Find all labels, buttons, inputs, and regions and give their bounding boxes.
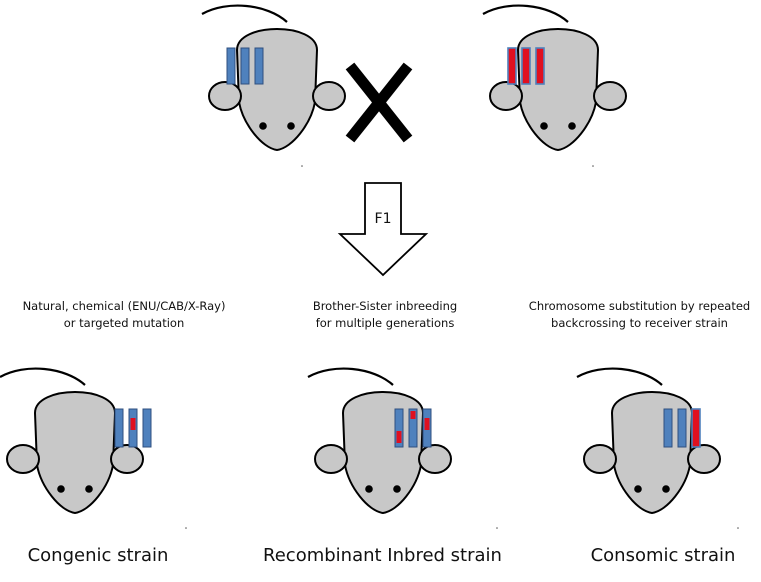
strain-name-congenic: Congenic strain [27, 545, 169, 566]
down-arrow-icon [337, 182, 429, 277]
consomic-mouse [575, 367, 722, 515]
chromosome-segment [130, 418, 136, 430]
description-line: Chromosome substitution by repeated [528, 299, 751, 313]
chromosome [691, 408, 701, 448]
chromosome [142, 408, 152, 448]
description-consomic: Chromosome substitution by repeated back… [518, 298, 761, 332]
arrow-label: F1 [375, 211, 392, 227]
chromosome-segment [396, 431, 402, 443]
description-line: or targeted mutation [63, 316, 185, 330]
cross-icon [345, 62, 413, 143]
description-line: Brother-Sister inbreeding [312, 299, 458, 313]
strain-name-recombinant: Recombinant Inbred strain [263, 545, 502, 566]
recombinant-inbred-mouse [306, 367, 453, 515]
strain-name-consomic: Consomic strain [590, 545, 736, 566]
chromosome [535, 47, 545, 85]
parent-mouse-left [200, 4, 347, 152]
chromosome [226, 47, 236, 85]
chromosome [663, 408, 673, 448]
congenic-mouse [0, 367, 152, 515]
chromosome [408, 408, 418, 448]
chromosome [507, 47, 517, 85]
description-line: Natural, chemical (ENU/CAB/X-Ray) [22, 299, 226, 313]
mouse-icon [481, 4, 628, 152]
chromosome [677, 408, 687, 448]
parent-mouse-right [481, 4, 628, 152]
chromosome [254, 47, 264, 85]
chromosome-segment [424, 418, 430, 430]
chromosome-segment [410, 411, 416, 419]
chromosome [521, 47, 531, 85]
mouse-icon [200, 4, 347, 152]
description-line: backcrossing to receiver strain [551, 316, 728, 330]
chromosome [114, 408, 124, 448]
chromosome [394, 408, 404, 448]
description-recombinant: Brother-Sister inbreeding for multiple g… [265, 298, 505, 332]
description-line: for multiple generations [315, 316, 455, 330]
chromosome [240, 47, 250, 85]
description-congenic: Natural, chemical (ENU/CAB/X-Ray) or tar… [0, 298, 248, 332]
